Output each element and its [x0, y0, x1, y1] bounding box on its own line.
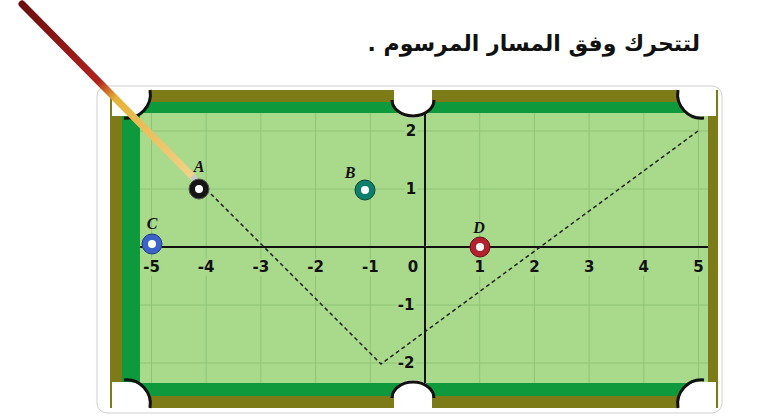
x-axis-number: 4 — [638, 259, 650, 276]
felt — [140, 113, 708, 383]
x-axis-number: -3 — [252, 259, 271, 276]
y-axis — [424, 113, 426, 383]
x-axis-number: -1 — [361, 259, 380, 276]
instruction-text: لتتحرك وفق المسار المرسوم . — [368, 31, 700, 57]
pockets — [112, 88, 716, 410]
x-axis-number: -4 — [197, 259, 216, 276]
y-axis-number: -2 — [397, 355, 416, 372]
y-axis-number: 2 — [405, 123, 417, 140]
ball-letter: D — [473, 220, 485, 236]
ball-letter: A — [194, 159, 205, 175]
balls — [142, 179, 490, 257]
ball-letter: C — [147, 216, 158, 232]
grid-line — [425, 113, 426, 383]
x-axis-number: 3 — [583, 259, 595, 276]
ball-path — [206, 131, 698, 364]
cue-stick — [22, 4, 192, 176]
x-axis-number: 2 — [528, 259, 540, 276]
x-axis-number: -2 — [306, 259, 325, 276]
y-axis-number: 1 — [405, 181, 417, 198]
x-axis-number: 0 — [407, 259, 419, 276]
x-axis-number: 1 — [473, 259, 485, 276]
grid — [140, 113, 708, 383]
x-axis-number: 5 — [692, 259, 704, 276]
ball-letter: B — [345, 165, 356, 181]
table-rail — [110, 90, 718, 408]
y-axis-number: -1 — [397, 297, 416, 314]
x-axis-number: -5 — [142, 259, 161, 276]
table-frame — [97, 86, 722, 413]
